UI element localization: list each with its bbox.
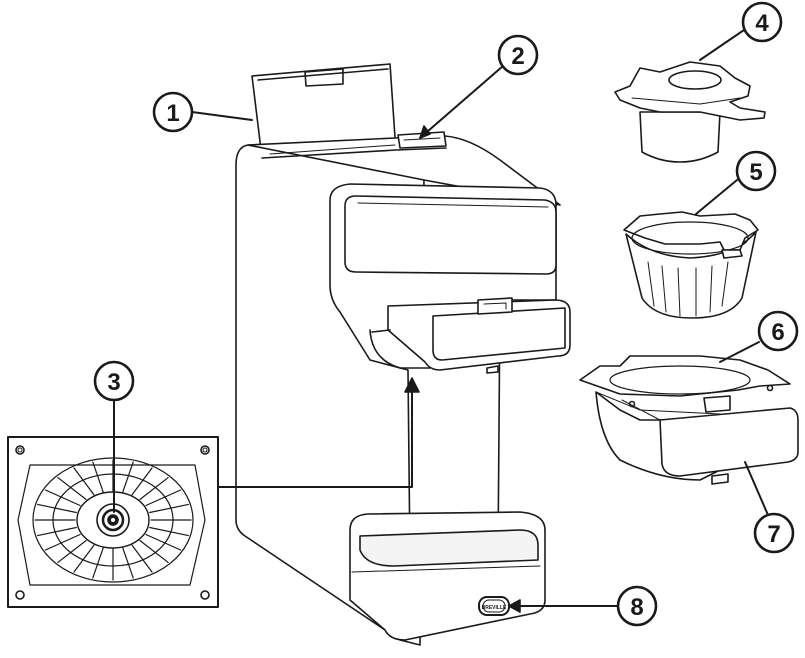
callout-4: 4	[699, 1, 783, 61]
inset-spoke	[145, 533, 182, 551]
callout-3-label: 3	[107, 369, 120, 396]
callout-4-label: 4	[755, 10, 769, 37]
part-pod-adapter	[579, 355, 799, 485]
inset-spoke	[37, 503, 77, 514]
brand-badge-text: BREVILLE	[482, 605, 507, 611]
callout-5-label: 5	[749, 159, 762, 186]
adapter-handle	[659, 407, 799, 477]
coffee-machine: BREVILLE	[235, 63, 571, 646]
callout-2: 2	[419, 34, 539, 139]
inset-spoke	[145, 489, 182, 507]
inset-spoke	[131, 467, 153, 496]
pod-holder-handle	[432, 307, 566, 361]
callout-3: 3	[93, 360, 135, 513]
inset-spoke	[92, 547, 104, 579]
callout-7-label: 7	[767, 521, 780, 548]
callout-2-label: 2	[511, 43, 524, 70]
inset-spoke	[44, 533, 81, 551]
part-pod-holder	[614, 61, 766, 163]
inset-spoke	[122, 547, 134, 579]
callout-1: 1	[152, 91, 253, 133]
inset-spoke	[149, 526, 189, 537]
callout-6: 6	[719, 310, 799, 363]
inset-spoke	[92, 461, 104, 493]
callout-5: 5	[695, 150, 777, 215]
inset-spoke	[37, 526, 77, 537]
callout-8-label: 8	[630, 594, 643, 621]
callout-1-label: 1	[166, 100, 179, 127]
callout-6-label: 6	[771, 319, 784, 346]
inset-spoke	[73, 544, 95, 573]
inset-spoke	[149, 503, 189, 514]
brand-badge: BREVILLE	[478, 596, 510, 616]
inset-spoke	[139, 539, 169, 564]
inset-spoke	[73, 467, 95, 496]
inset-spoke	[57, 539, 87, 564]
inset-spoke	[131, 544, 153, 573]
arrow-connector	[217, 377, 420, 488]
drip-tray	[349, 511, 546, 641]
inset-spoke	[122, 461, 134, 493]
machine-front-column	[329, 183, 557, 561]
callout-7: 7	[744, 461, 795, 554]
inset-spoke	[44, 489, 81, 507]
brew-head	[344, 195, 557, 275]
part-filter-basket	[623, 211, 759, 319]
callout-8: 8	[508, 585, 658, 627]
inset-spoke	[139, 476, 169, 501]
inset-spoke	[57, 476, 87, 501]
